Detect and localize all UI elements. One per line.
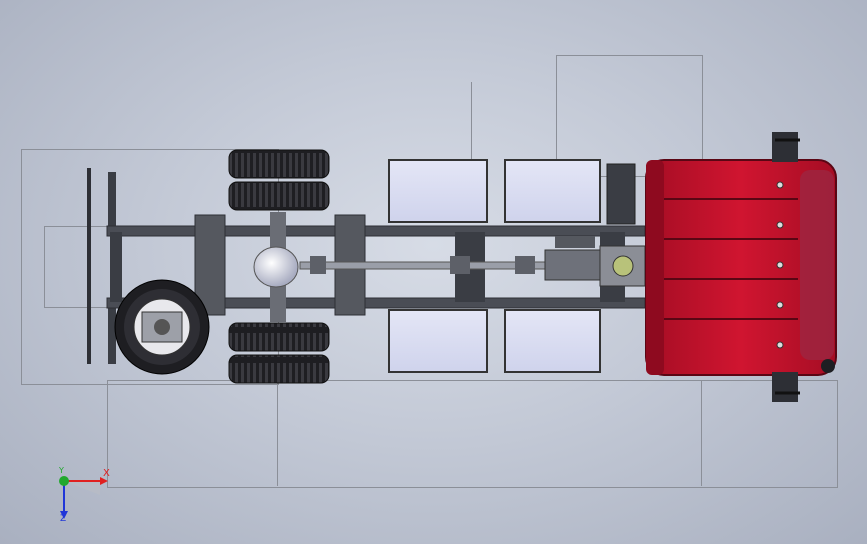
mirror-left [772,132,800,162]
rear-bumper [87,168,116,364]
z-axis-head [60,511,68,519]
rear-tire-bottom-inner [228,322,330,352]
rear-tire-bottom-outer [228,354,330,384]
x-axis-label: X [103,468,110,479]
tool-box [606,163,636,225]
y-axis-dot [59,476,69,486]
battery-box-bottom-left [388,309,488,373]
cab [645,159,837,376]
battery-box-top-left [388,159,488,223]
mirror-right [772,372,800,402]
battery-box-bottom-right [504,309,601,373]
rear-tire-top-inner [228,181,330,211]
headlight [821,359,835,373]
x-axis-head [100,477,108,485]
y-axis-label: Y [59,466,64,475]
transmission [544,236,646,287]
z-axis-label: Z [60,514,67,524]
differential-housing [253,246,299,288]
spare-tire [114,279,210,375]
battery-box-top-right [504,159,601,223]
rear-tire-top-outer [228,149,330,179]
axis-triad [59,476,108,519]
